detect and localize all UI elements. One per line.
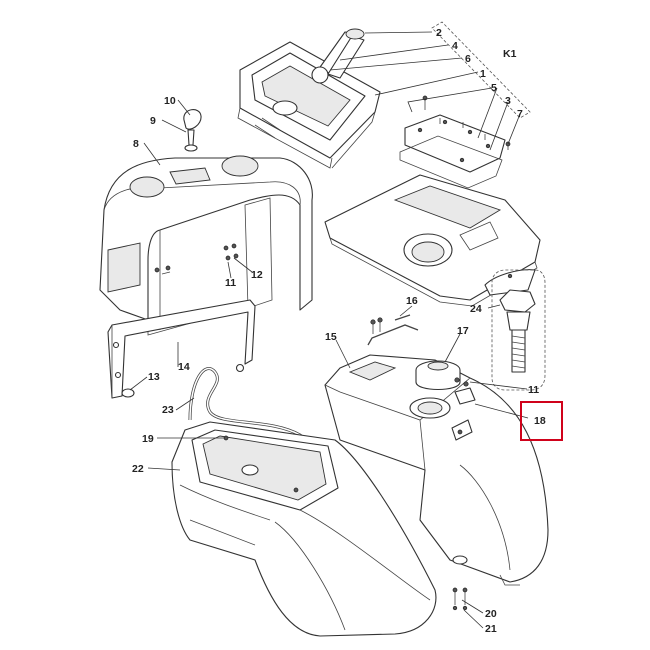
- leader-lines: [129, 31, 529, 629]
- callout-7: 7: [517, 108, 523, 120]
- knob-part: [183, 109, 202, 152]
- small-cap-part: [121, 388, 135, 398]
- callout-13: 13: [148, 371, 160, 383]
- mounting-bracket: [107, 299, 256, 399]
- callout-4: 4: [452, 40, 458, 52]
- wire-part: [367, 314, 419, 346]
- callout-17: 17: [457, 325, 469, 337]
- callout-1: 1: [480, 68, 486, 80]
- highlight-box: [520, 401, 563, 441]
- callout-23: 23: [162, 404, 174, 416]
- callout-22: 22: [132, 463, 144, 475]
- top-cover: [324, 174, 541, 307]
- callout-11-housing: 11: [225, 277, 236, 289]
- callout-19: 19: [142, 433, 154, 445]
- callout-K1: K1: [503, 48, 517, 60]
- callout-14: 14: [178, 361, 190, 373]
- callout-24: 24: [470, 303, 482, 315]
- callout-3: 3: [505, 95, 511, 107]
- callout-12: 12: [251, 269, 263, 281]
- bottom-screws: [452, 587, 468, 611]
- callout-10: 10: [164, 95, 176, 107]
- callout-15: 15: [325, 331, 337, 343]
- rear-housing: [99, 155, 313, 336]
- detail-box-24: [491, 269, 546, 391]
- solution-tank: [324, 354, 549, 586]
- callout-2: 2: [436, 27, 442, 39]
- callout-20: 20: [485, 608, 497, 620]
- handle-frame-assembly: [237, 28, 381, 169]
- callout-21: 21: [485, 623, 497, 635]
- callout-8: 8: [133, 138, 139, 150]
- callout-6: 6: [465, 53, 471, 65]
- recovery-tank: [171, 421, 437, 637]
- callout-5: 5: [491, 82, 497, 94]
- callout-11-tank: 11: [528, 384, 539, 396]
- callout-16: 16: [406, 295, 418, 307]
- gasket-plate: [399, 95, 511, 189]
- callout-18: 18: [534, 415, 546, 427]
- callout-9: 9: [150, 115, 156, 127]
